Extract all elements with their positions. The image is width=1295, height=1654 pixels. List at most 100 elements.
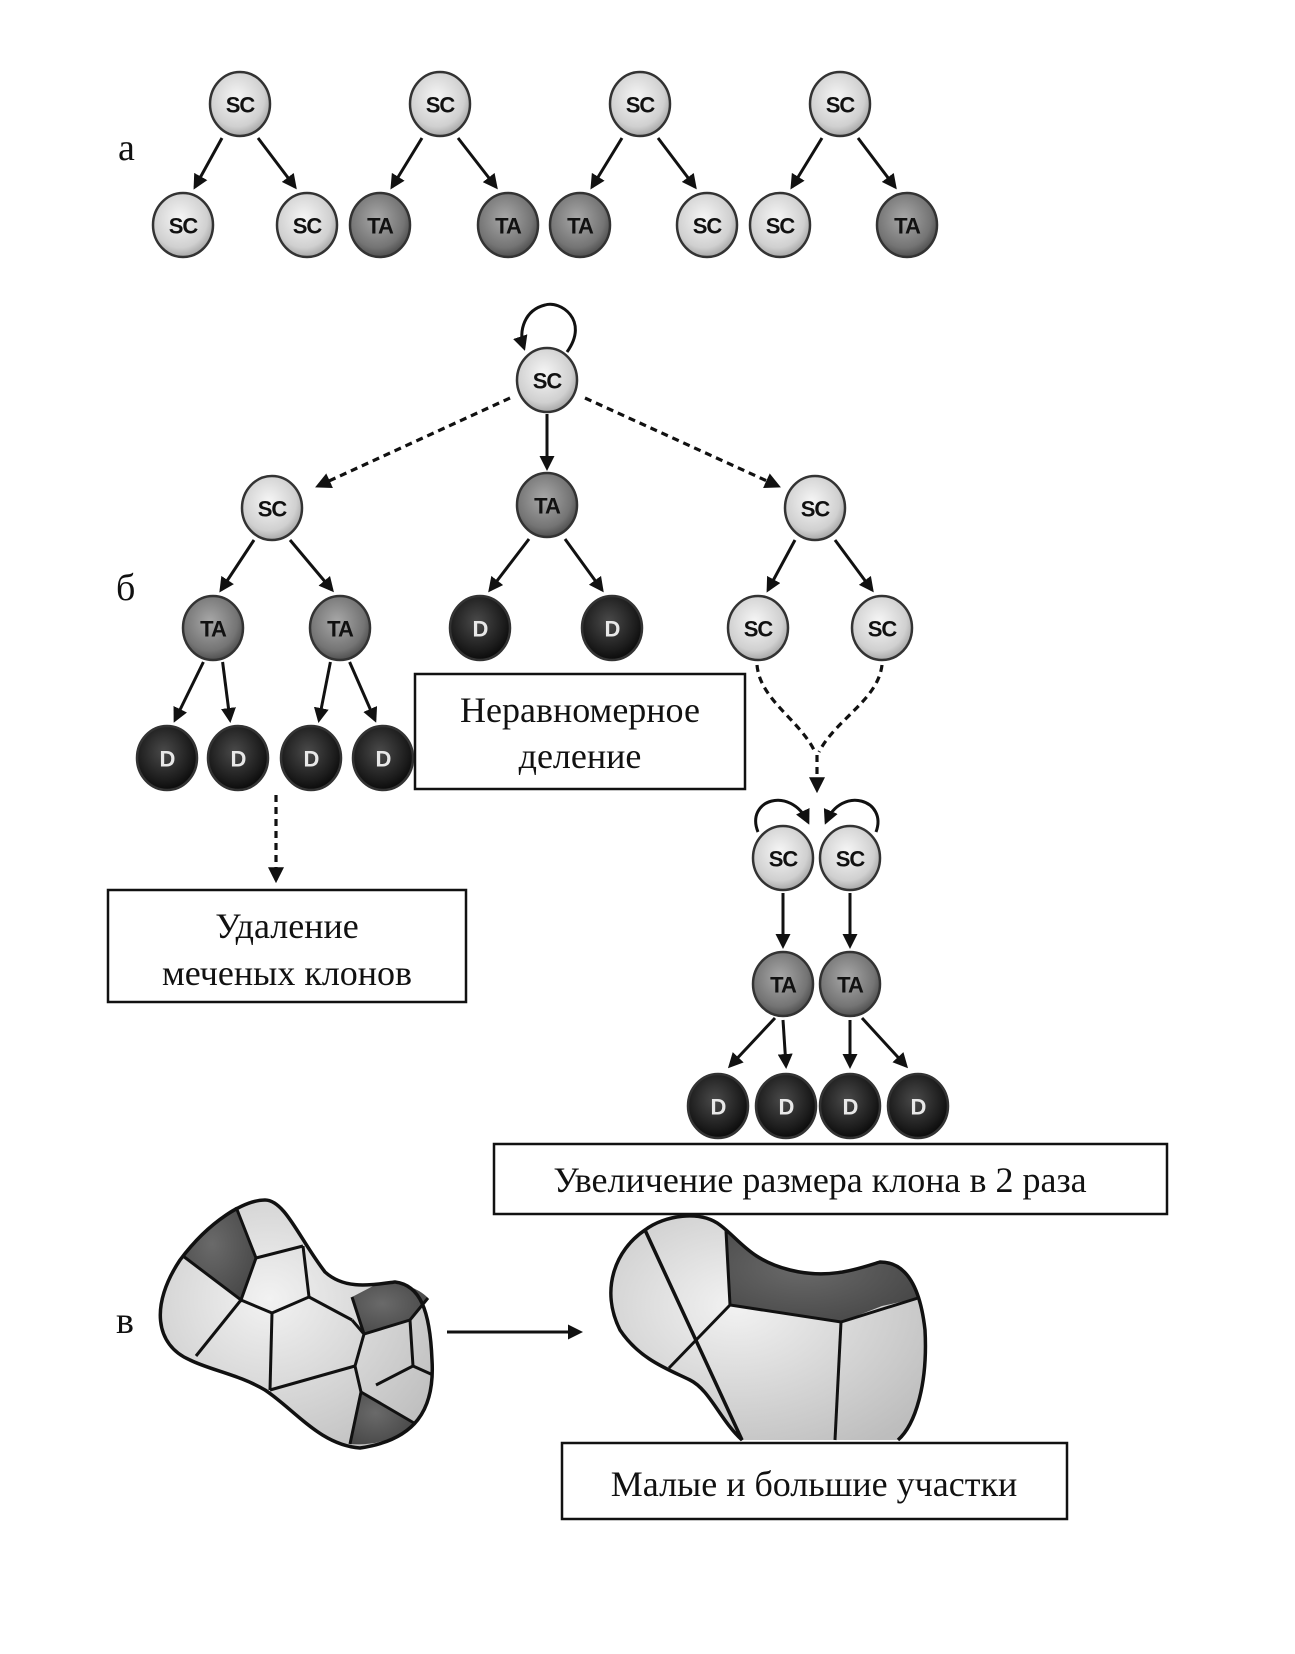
cell-label: SC xyxy=(169,214,199,239)
right-branch-arrow xyxy=(833,539,874,593)
cell-label: TA xyxy=(367,214,394,239)
right-ta: TA xyxy=(751,950,815,1018)
cell-label: SC xyxy=(801,497,831,522)
right-branch-d: D xyxy=(818,1072,882,1140)
panel-a-division-arrow xyxy=(590,137,624,190)
left-branch-d: D xyxy=(206,724,270,792)
cell-boundaries-left xyxy=(182,1206,434,1445)
panel-a-division-arrow xyxy=(193,137,224,190)
panel-a-child-ta: TA xyxy=(875,191,939,259)
cell-body xyxy=(208,70,272,138)
cell-body xyxy=(808,70,872,138)
left-branch-ta: TA xyxy=(181,594,245,662)
cell-label: SC xyxy=(533,369,563,394)
cell-body xyxy=(206,724,270,792)
panel-label-c: в xyxy=(116,1300,134,1342)
cell-body xyxy=(351,724,415,792)
root-self-renewal-arrow xyxy=(513,302,577,353)
cell-body xyxy=(818,950,882,1018)
cell-body xyxy=(279,724,343,792)
cell-label: TA xyxy=(837,973,864,998)
cell-label: D xyxy=(304,747,319,772)
panel-a-division-arrow xyxy=(790,137,824,190)
renewed-sc: SC xyxy=(751,824,815,892)
uneven-division-line-2: деление xyxy=(519,736,642,776)
small-patches-tissue xyxy=(158,1198,435,1450)
cell-label: SC xyxy=(744,617,774,642)
root-to-left-dashed-arrow xyxy=(315,396,511,488)
cell-body xyxy=(754,1072,818,1140)
tissue-fill-right xyxy=(610,1215,926,1440)
right-branch-sc: SC xyxy=(783,474,847,542)
cell-label: TA xyxy=(894,214,921,239)
cell-body xyxy=(181,594,245,662)
panel-a-child-sc: SC xyxy=(151,191,215,259)
panel-a-parent-sc: SC xyxy=(208,70,272,138)
right-branch-d: D xyxy=(754,1072,818,1140)
dark-patch-2 xyxy=(352,1283,428,1334)
renewed-sc: SC xyxy=(818,824,882,892)
cell-label: TA xyxy=(770,973,797,998)
cell-boundaries-right xyxy=(667,1230,919,1441)
cell-label: SC xyxy=(693,214,723,239)
left-branch-arrow xyxy=(288,539,334,593)
cell-label: D xyxy=(376,747,391,772)
left-branch-sc: SC xyxy=(240,474,304,542)
cell-label: TA xyxy=(327,617,354,642)
right-branch-sc-child: SC xyxy=(850,594,914,662)
cell-body xyxy=(783,474,847,542)
dark-patch-large xyxy=(726,1231,918,1322)
cell-label: D xyxy=(160,747,175,772)
cell-label: SC xyxy=(766,214,796,239)
panel-label-b: б xyxy=(116,567,135,609)
cell-body xyxy=(135,724,199,792)
uneven-division-box: Неравномерное деление xyxy=(413,672,747,791)
clone-removal-line-1: Удаление xyxy=(215,906,359,946)
panel-a-child-ta: TA xyxy=(476,191,540,259)
clone-removal-box: Удаление меченых клонов xyxy=(106,888,468,1004)
panel-a-child-ta: TA xyxy=(548,191,612,259)
cell-body xyxy=(748,191,812,259)
cell-label: SC xyxy=(258,497,288,522)
cell-label: D xyxy=(911,1095,926,1120)
renewal-arrow-right xyxy=(823,798,880,833)
panel-a-parent-sc: SC xyxy=(408,70,472,138)
converge-dashed-left xyxy=(755,664,817,753)
cell-label: SC xyxy=(626,93,656,118)
cell-body xyxy=(850,594,914,662)
cell-label: SC xyxy=(426,93,456,118)
panel-a-child-ta: TA xyxy=(348,191,412,259)
cell-label: D xyxy=(779,1095,794,1120)
left-branch-d: D xyxy=(135,724,199,792)
cell-body xyxy=(818,1072,882,1140)
uneven-division-line-1: Неравномерное xyxy=(460,690,700,730)
cell-body xyxy=(151,191,215,259)
cell-body xyxy=(751,824,815,892)
right-ta-to-d-arrow xyxy=(860,1016,909,1069)
cell-label: SC xyxy=(868,617,898,642)
right-branch-d: D xyxy=(686,1072,750,1140)
renewal-arrow-left xyxy=(754,798,810,833)
panel-a-division-arrow xyxy=(456,137,498,190)
tissue-outline-right xyxy=(609,1214,928,1442)
right-ta-to-d-arrow xyxy=(727,1016,777,1069)
left-ta-to-d-arrow xyxy=(221,661,236,723)
cell-label: TA xyxy=(495,214,522,239)
cell-label: SC xyxy=(826,93,856,118)
dark-patch-1 xyxy=(183,1207,256,1300)
left-branch-d: D xyxy=(279,724,343,792)
left-ta-to-d-arrow xyxy=(348,661,378,723)
panel-a-division-arrow xyxy=(256,137,297,190)
cell-label: D xyxy=(605,617,620,642)
left-branch-arrow xyxy=(219,539,256,593)
cell-body xyxy=(448,594,512,662)
panel-a-division-arrow xyxy=(656,137,697,190)
cell-body xyxy=(548,191,612,259)
panel-a-child-sc: SC xyxy=(275,191,339,259)
cell-body xyxy=(515,346,579,414)
cell-label: D xyxy=(711,1095,726,1120)
panel-a-child-sc: SC xyxy=(675,191,739,259)
cell-body xyxy=(675,191,739,259)
cell-label: D xyxy=(231,747,246,772)
